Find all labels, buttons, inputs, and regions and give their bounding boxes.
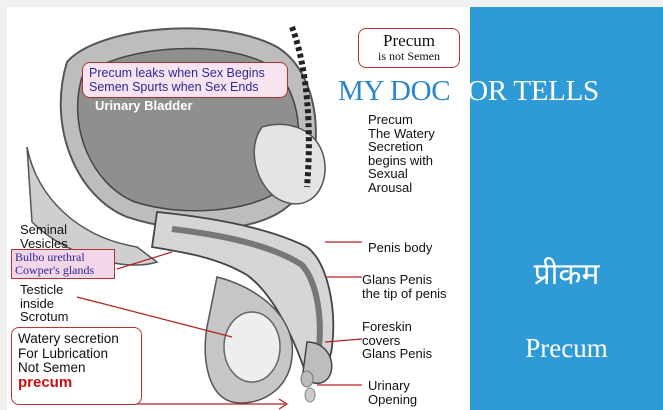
bulbo-urethral-box: Bulbo urethral Cowper's glands xyxy=(11,249,115,279)
urinary-bladder-label: Urinary Bladder xyxy=(95,99,193,113)
title-blue-part: MY DOC xyxy=(338,75,450,107)
urinary-opening-label: Urinary Opening xyxy=(368,379,417,406)
page-title: MY DOCTOR TELLS xyxy=(338,76,599,106)
foreskin-label: Foreskin covers Glans Penis xyxy=(362,320,432,361)
bulbo-line2: Cowper's glands xyxy=(15,264,111,277)
precum-description-label: Precum The Watery Secretion begins with … xyxy=(368,113,435,194)
precum-not-semen-line1: Precum xyxy=(359,32,459,50)
glans-penis-label: Glans Penis the tip of penis xyxy=(362,273,447,300)
precum-leaks-line2: Semen Spurts when Sex Ends xyxy=(89,80,281,94)
watery-highlight: precum xyxy=(18,376,135,391)
watery-line2: For Lubrication xyxy=(18,347,135,362)
penis-body-label: Penis body xyxy=(368,241,432,255)
watery-line1: Watery secretion xyxy=(18,332,135,347)
latin-heading: Precum xyxy=(470,333,663,363)
testicle-shape xyxy=(224,312,280,382)
seminal-vesicles-label: Seminal Vesicles xyxy=(20,223,68,250)
hindi-heading: प्रीकम xyxy=(470,258,663,292)
drop-2 xyxy=(305,388,315,402)
drop-1 xyxy=(301,371,313,387)
precum-not-semen-line2: is not Semen xyxy=(359,50,459,63)
title-white-part: TOR TELLS xyxy=(450,75,599,107)
anatomy-illustration: Urinary Bladder Precum The Watery Secret… xyxy=(7,7,470,410)
testicle-label: Testicle inside Scrotum xyxy=(20,283,68,324)
precum-not-semen-box: Precum is not Semen xyxy=(358,28,460,68)
watery-secretion-box: Watery secretion For Lubrication Not Sem… xyxy=(11,327,142,405)
precum-leaks-line1: Precum leaks when Sex Begins xyxy=(89,66,281,80)
precum-leaks-box: Precum leaks when Sex Begins Semen Spurt… xyxy=(82,62,288,98)
